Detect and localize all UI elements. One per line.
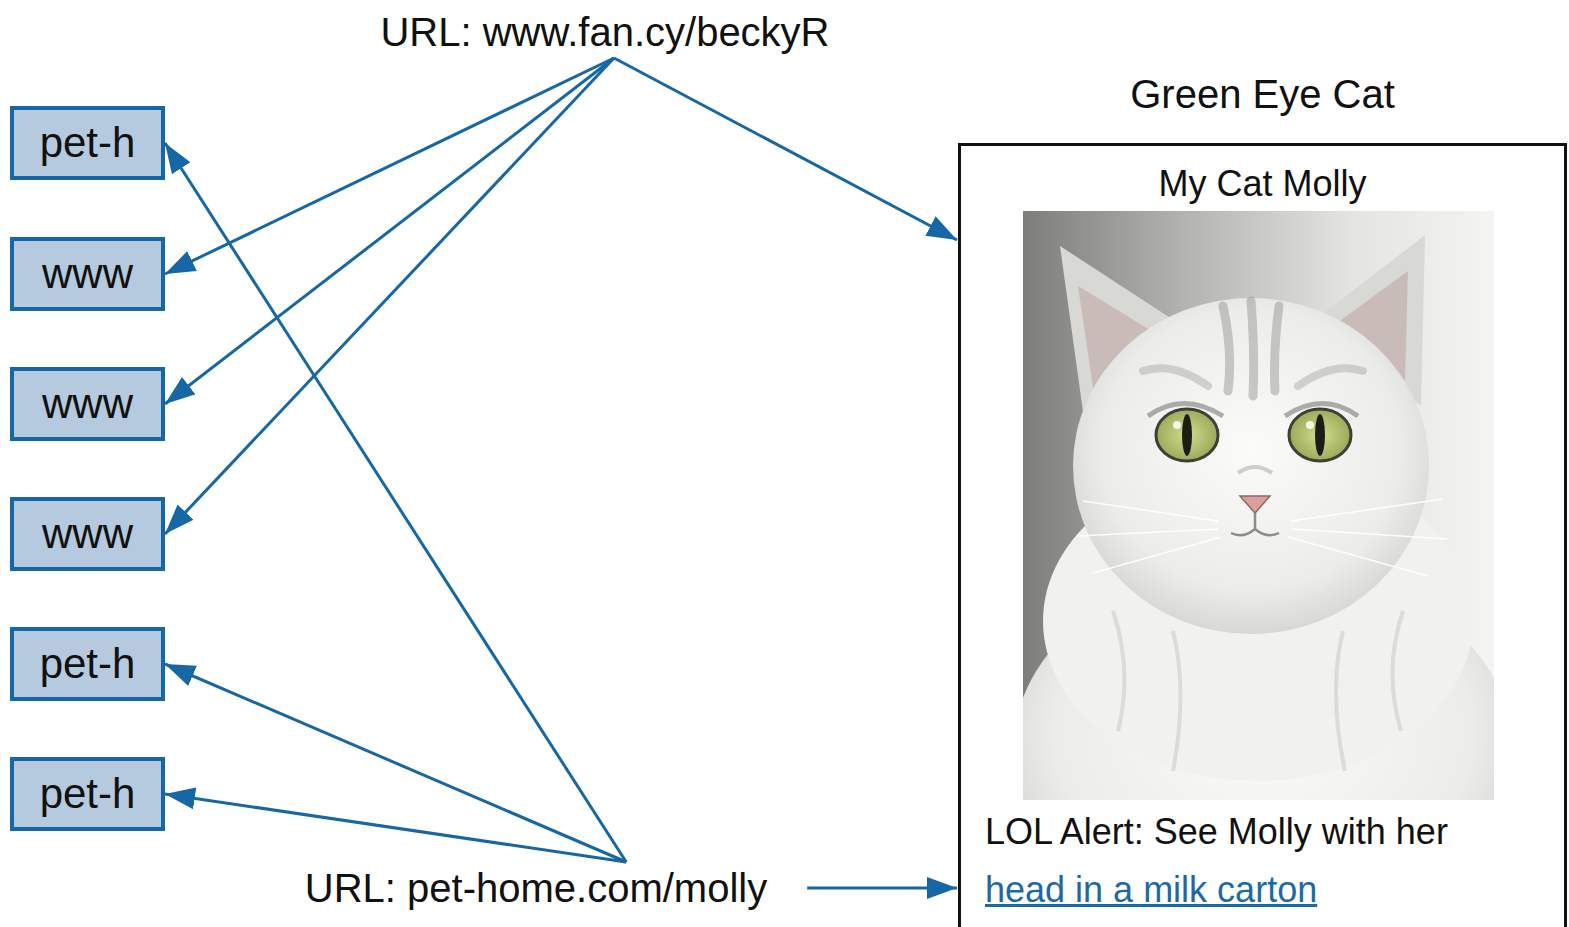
page-link: head in a milk carton [985,868,1317,912]
host-box: www [10,497,165,571]
box-label: www [42,510,133,558]
page-text: LOL Alert: See Molly with her [985,810,1448,854]
url-label: URL: pet-home.com/molly [305,864,767,912]
box-label: pet-h [40,119,136,167]
arrow-connector [165,58,614,404]
box-label: www [42,380,133,428]
box-label: www [42,250,133,298]
url-text: URL: www.fan.cy/beckyR [380,8,829,56]
host-box: pet-h [10,627,165,701]
arrow-connector [165,794,626,862]
url-text: URL: pet-home.com/molly [305,864,767,912]
arrow-connector [165,58,614,274]
url-label: URL: www.fan.cy/beckyR [380,8,829,56]
page-heading: My Cat Molly [961,162,1564,206]
arrow-connector [807,887,957,890]
arrow-connector [165,143,626,862]
host-box: pet-h [10,106,165,180]
arrow-connector [165,664,626,862]
box-label: pet-h [40,770,136,818]
arrow-connector [165,58,614,534]
host-box: pet-h [10,757,165,831]
host-box: www [10,237,165,311]
host-box: www [10,367,165,441]
box-label: pet-h [40,640,136,688]
web-page: Green Eye CatMy Cat MollyLOL Alert: See … [958,143,1567,927]
arrow-connector [614,58,957,240]
page-title: Green Eye Cat [961,70,1564,118]
cat-photo [1023,211,1494,800]
